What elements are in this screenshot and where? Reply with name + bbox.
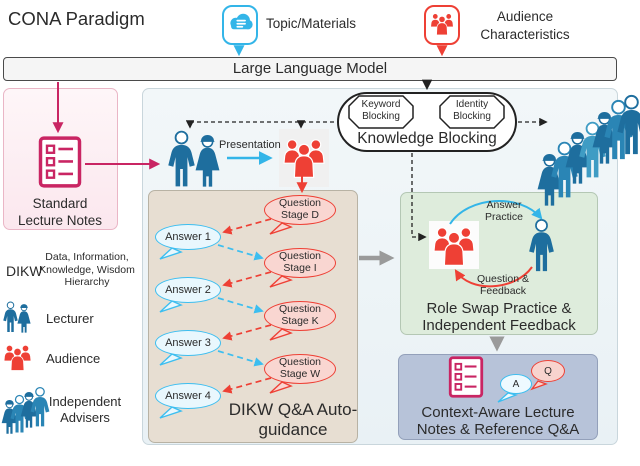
identity-blocking-label: Identity Blocking xyxy=(453,99,491,122)
presentation-label: Presentation xyxy=(219,139,281,151)
question-bubble-stage-w: Question Stage W xyxy=(264,354,336,384)
question-bubble-stage-d: Question Stage D xyxy=(264,195,336,225)
legend-audience-icon xyxy=(3,344,32,371)
keyword-blocking-label: Keyword Blocking xyxy=(361,99,401,122)
role-swap-title: Role Swap Practice & Independent Feedbac… xyxy=(422,300,576,335)
legend-lecturer-label: Lecturer xyxy=(46,311,94,326)
question-feedback-label: Question & Feedback xyxy=(477,273,529,298)
audience-characteristics-box xyxy=(424,5,460,45)
context-panel-title: Context-Aware Lecture Notes & Reference … xyxy=(416,404,580,439)
context-question-bubble: Q xyxy=(531,360,565,382)
page-title: CONA Paradigm xyxy=(8,8,145,29)
answer-bubble-2: Answer 2 xyxy=(155,277,221,303)
answer-practice-label: Answer Practice xyxy=(485,199,523,224)
legend-dikw-desc: Data, Information, Knowledge, Wisdom Hie… xyxy=(39,251,135,289)
context-answer-bubble: A xyxy=(500,374,532,394)
legend-dikw-term: DIKW xyxy=(6,263,43,279)
standard-notes-label: Standard Lecture Notes xyxy=(17,196,103,228)
question-bubble-stage-i: Question Stage I xyxy=(264,248,336,278)
legend-audience-label: Audience xyxy=(46,351,101,366)
topic-materials-label: Topic/Materials xyxy=(266,16,357,31)
knowledge-blocking-label: Knowledge Blocking xyxy=(357,130,497,147)
audience-characteristics-label: Audience Characteristics xyxy=(480,9,570,42)
answer-bubble-3: Answer 3 xyxy=(155,330,221,356)
answer-bubble-4: Answer 4 xyxy=(155,383,221,409)
dikw-panel-title: DIKW Q&A Auto-guidance xyxy=(228,400,358,440)
topic-materials-box xyxy=(222,5,258,45)
answer-bubble-1: Answer 1 xyxy=(155,224,221,250)
legend-lecturer-icon xyxy=(2,301,32,334)
question-bubble-stage-k: Question Stage K xyxy=(264,301,336,331)
llm-bar: Large Language Model xyxy=(3,57,617,81)
legend-advisers-label: Independent Advisers xyxy=(48,394,122,426)
